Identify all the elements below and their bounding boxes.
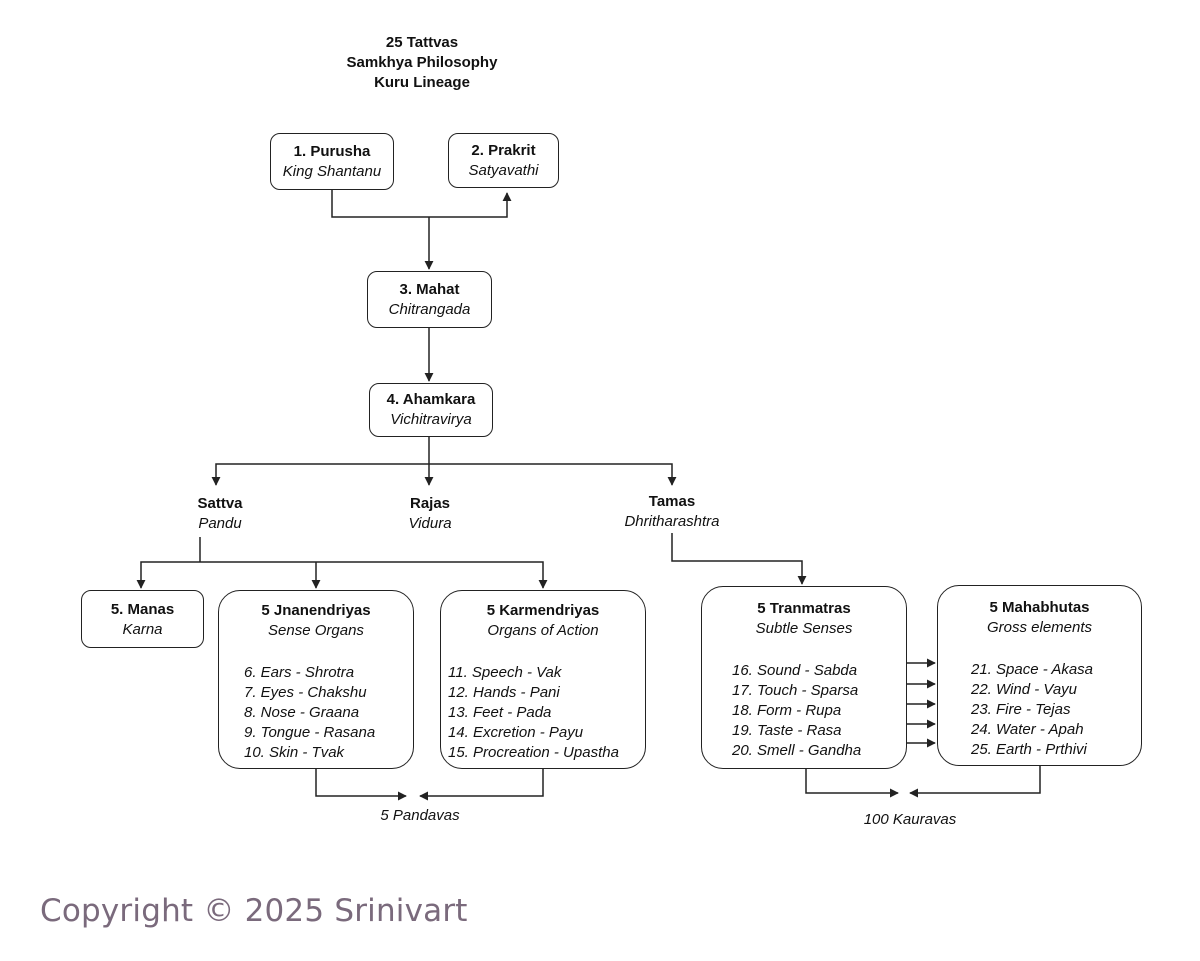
mahabhutas-list: 21. Space - Akasa 22. Wind - Vayu 23. Fi… [938,660,1141,760]
node-jnanendriyas-figure: Sense Organs [268,622,364,639]
node-mahat: 3. Mahat Chitrangada [367,271,492,328]
list-item: 6. Ears - Shrotra [244,664,355,681]
node-sattva: Sattva Pandu [160,494,280,534]
node-rajas: Rajas Vidura [370,494,490,534]
node-prakrit-name: 2. Prakrit [471,142,536,159]
connector-to-sattva [211,463,429,486]
list-item: 15. Procreation - Upastha [448,744,619,761]
connector-tanm-kauravas [805,769,899,798]
list-item: 23. Fire - Tejas [971,701,1071,718]
title-line-1: 25 Tattvas [385,34,459,51]
node-sattva-name: Sattva [197,495,243,512]
list-item: 17. Touch - Sparsa [732,682,859,699]
list-item: 12. Hands - Pani [448,684,560,701]
list-item: 11. Speech - Vak [448,664,562,681]
node-ahamkara-figure: Vichitravirya [390,411,472,428]
diagram-title: 25 Tattvas Samkhya Philosophy Kuru Linea… [302,33,542,93]
node-sattva-figure: Pandu [198,515,242,532]
node-manas-name: 5. Manas [110,601,175,618]
list-item: 13. Feet - Pada [448,704,552,721]
node-mahat-figure: Chitrangada [388,301,471,318]
title-line-3: Kuru Lineage [374,74,470,91]
connector-karm-pandavas [419,769,544,801]
list-item: 16. Sound - Sabda [732,662,858,679]
copyright-text: Copyright © 2025 Srinivart [40,893,468,929]
node-karmendriyas-name: 5 Karmendriyas [486,602,600,619]
node-ahamkara: 4. Ahamkara Vichitravirya [369,383,493,437]
connector-jnan-pandavas [315,769,407,801]
node-tanmatras-figure: Subtle Senses [755,620,853,637]
list-item: 19. Taste - Rasa [732,722,842,739]
connector-tamas-tanmatras [671,533,807,585]
connector-purusha-prakrit [331,190,512,218]
title-line-2: Samkhya Philosophy [346,54,498,71]
list-item: 8. Nose - Graana [244,704,360,721]
outcome-kauravas: 100 Kauravas [863,811,957,828]
node-rajas-figure: Vidura [408,515,452,532]
node-tamas-figure: Dhritharashtra [624,513,720,530]
node-tanmatras: 5 Tranmatras Subtle Senses 16. Sound - S… [701,586,907,769]
node-tamas-name: Tamas [648,493,696,510]
list-item: 21. Space - Akasa [971,661,1094,678]
list-item: 10. Skin - Tvak [244,744,345,761]
node-jnanendriyas-name: 5 Jnanendriyas [261,602,371,619]
node-jnanendriyas: 5 Jnanendriyas Sense Organs 6. Ears - Sh… [218,590,414,769]
node-ahamkara-name: 4. Ahamkara [386,391,476,408]
connector-to-karmendriyas [316,561,548,589]
list-item: 25. Earth - Prthivi [971,741,1087,758]
node-purusha-name: 1. Purusha [293,143,371,160]
node-purusha: 1. Purusha King Shantanu [270,133,394,190]
node-prakrit-figure: Satyavathi [468,162,539,179]
node-purusha-figure: King Shantanu [282,163,382,180]
node-rajas-name: Rajas [409,495,451,512]
list-item: 7. Eyes - Chakshu [244,684,367,701]
node-manas: 5. Manas Karna [81,590,204,648]
list-item: 20. Smell - Gandha [732,742,862,759]
outcome-pandavas: 5 Pandavas [380,807,460,824]
list-item: 9. Tongue - Rasana [244,724,376,741]
node-mahabhutas: 5 Mahabhutas Gross elements 21. Space - … [937,585,1142,766]
node-mahabhutas-figure: Gross elements [986,619,1093,636]
list-item: 14. Excretion - Payu [448,724,584,741]
jnanendriyas-list: 6. Ears - Shrotra 7. Eyes - Chakshu 8. N… [219,663,413,763]
connector-to-manas [136,561,200,589]
list-item: 18. Form - Rupa [732,702,842,719]
node-tamas: Tamas Dhritharashtra [592,492,752,532]
node-mahabhutas-name: 5 Mahabhutas [989,599,1090,616]
node-karmendriyas-figure: Organs of Action [487,622,599,639]
connector-maha-kauravas [909,766,1041,798]
node-mahat-name: 3. Mahat [399,281,460,298]
node-tanmatras-name: 5 Tranmatras [757,600,851,617]
tanmatras-list: 16. Sound - Sabda 17. Touch - Sparsa 18.… [702,661,906,761]
karmendriyas-list: 11. Speech - Vak 12. Hands - Pani 13. Fe… [441,663,645,763]
node-manas-figure: Karna [122,621,163,638]
list-item: 24. Water - Apah [971,721,1084,738]
node-prakrit: 2. Prakrit Satyavathi [448,133,559,188]
list-item: 22. Wind - Vayu [971,681,1078,698]
connector-to-tamas [429,463,677,486]
node-karmendriyas: 5 Karmendriyas Organs of Action 11. Spee… [440,590,646,769]
